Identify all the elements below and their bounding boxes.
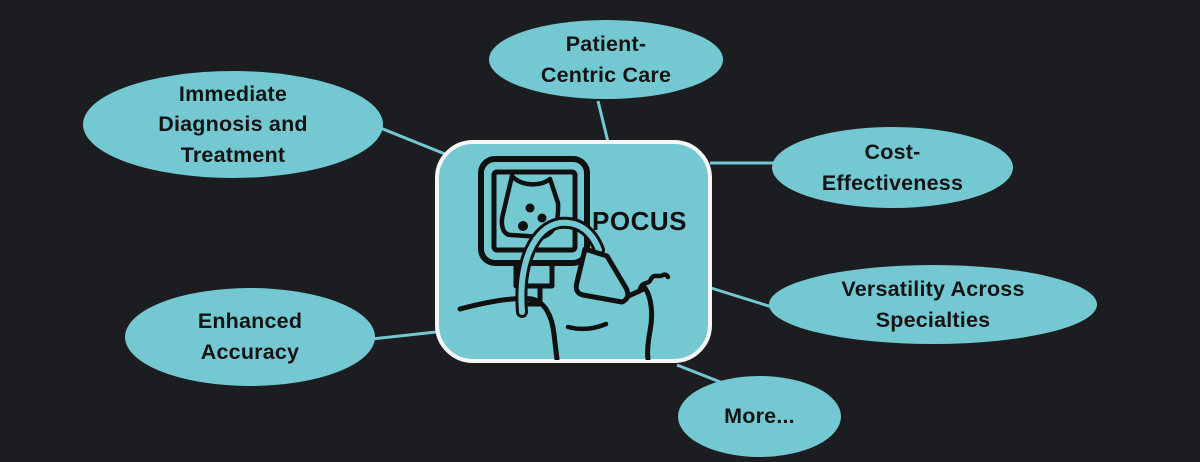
node-cost-effectiveness: Cost- Effectiveness: [772, 127, 1013, 208]
node-more: More...: [678, 376, 841, 457]
connector-enhanced-accuracy: [371, 330, 437, 341]
node-label: Immediate Diagnosis and Treatment: [158, 81, 308, 167]
node-versatility-across-specialties: Versatility Across Specialties: [769, 265, 1097, 344]
node-label: Versatility Across Specialties: [841, 276, 1025, 332]
center-node-pocus: POCUS: [435, 140, 712, 363]
node-immediate-diagnosis-and-treatment: Immediate Diagnosis and Treatment: [83, 71, 383, 178]
node-patient-centric-care: Patient- Centric Care: [489, 20, 723, 99]
connector-patient-centric: [596, 100, 610, 143]
node-enhanced-accuracy: Enhanced Accuracy: [125, 288, 375, 386]
node-label: More...: [724, 404, 795, 429]
connector-immediate-diagnosis: [377, 125, 451, 158]
node-label: Cost- Effectiveness: [821, 139, 964, 195]
node-label: Patient- Centric Care: [540, 31, 672, 87]
node-label: Enhanced Accuracy: [197, 309, 303, 364]
center-node-label: POCUS: [592, 206, 687, 236]
connector-versatility: [710, 286, 773, 309]
ultrasound-scan-icon: [457, 156, 671, 360]
